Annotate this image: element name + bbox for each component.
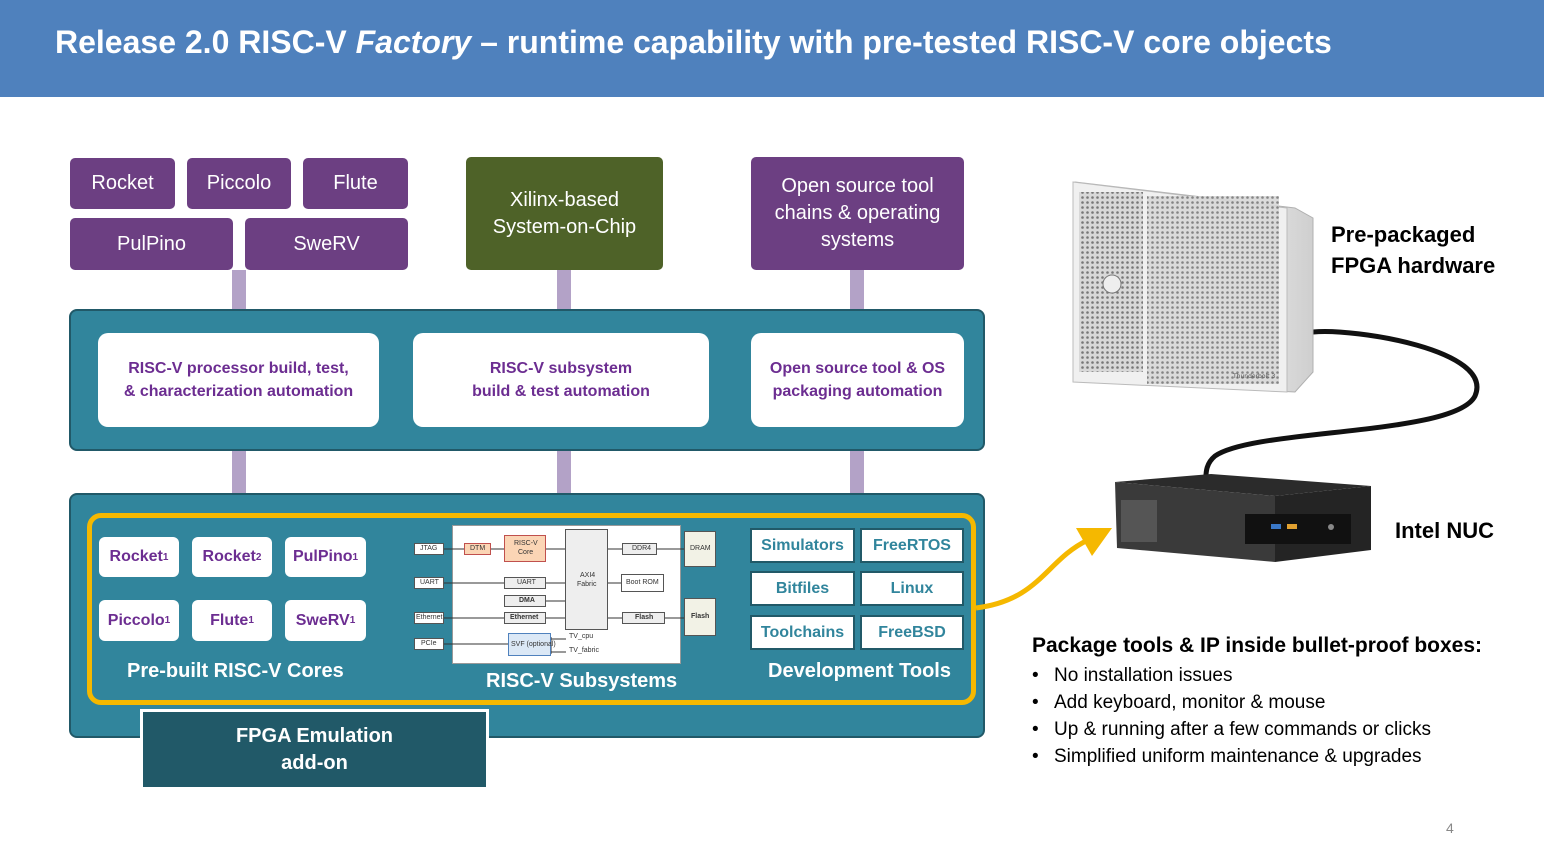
core-rocket-box: Rocket xyxy=(70,158,175,209)
devtool-toolchains: Toolchains xyxy=(750,615,855,650)
tv-cpu-label: TV_cpu xyxy=(569,633,594,640)
bullet-item: No installation issues xyxy=(1032,662,1431,689)
devtools-label: Development Tools xyxy=(768,660,951,682)
uart-block: UART xyxy=(504,577,546,589)
svf-block: SVF (optional) xyxy=(508,633,556,656)
ethernet-port-block: Ethernet xyxy=(414,612,444,624)
core-swerv-box: SweRV xyxy=(245,218,408,270)
flash-controller-block: Flash xyxy=(622,612,665,624)
devtool-bitfiles: Bitfiles xyxy=(750,571,855,606)
title-bar xyxy=(0,0,1544,97)
highlight-frame xyxy=(87,513,976,705)
subsystems-label: RISC-V Subsystems xyxy=(486,670,678,692)
intel-nuc-icon xyxy=(1115,474,1371,562)
devtool-linux: Linux xyxy=(860,571,964,606)
svg-text:Thunderbolt 3: Thunderbolt 3 xyxy=(1232,373,1275,380)
bullet-item: Add keyboard, monitor & mouse xyxy=(1032,689,1431,716)
prebuilt-cores-label: Pre-built RISC-V Cores xyxy=(127,660,344,682)
processor-automation-box: RISC-V processor build, test,& character… xyxy=(98,333,379,427)
bullet-item: Simplified uniform maintenance & upgrade… xyxy=(1032,743,1431,770)
ddr4-block: DDR4 xyxy=(622,543,657,555)
devtool-freebsd: FreeBSD xyxy=(860,615,964,650)
bootrom-block: Boot ROM xyxy=(621,574,664,592)
intel-nuc-label: Intel NUC xyxy=(1395,518,1494,543)
bullet-item: Up & running after a few commands or cli… xyxy=(1032,716,1431,743)
fpga-enclosure-icon: Thunderbolt 3 xyxy=(1072,181,1314,393)
core-pulpino-box: PulPino xyxy=(70,218,233,270)
core-flute-box: Flute xyxy=(303,158,408,209)
page-number: 4 xyxy=(1446,820,1454,836)
devtool-freertos: FreeRTOS xyxy=(860,528,964,563)
yellow-connector-arrow xyxy=(975,528,1112,611)
dram-block: DRAM xyxy=(684,531,716,567)
package-heading: Package tools & IP inside bullet-proof b… xyxy=(1032,634,1483,657)
core-piccolo-box: Piccolo xyxy=(187,158,291,209)
dma-block: DMA xyxy=(504,595,546,607)
uart-port-block: UART xyxy=(414,577,444,589)
jtag-block: JTAG xyxy=(414,543,444,555)
slide-title: Release 2.0 RISC-V Factory – runtime cap… xyxy=(55,24,1332,60)
devtool-simulators: Simulators xyxy=(750,528,855,563)
tv-fabric-label: TV_fabric xyxy=(569,647,599,654)
pcie-block: PCIe xyxy=(414,638,444,650)
cable xyxy=(1202,329,1480,487)
dtm-block: DTM xyxy=(464,543,491,555)
package-bullet-list: No installation issues Add keyboard, mon… xyxy=(1032,662,1431,770)
hardware-illustration: Thunderbolt 3 xyxy=(1072,181,1480,562)
ethernet-block: Ethernet xyxy=(504,612,546,624)
flash-memory-block: Flash xyxy=(684,598,716,636)
